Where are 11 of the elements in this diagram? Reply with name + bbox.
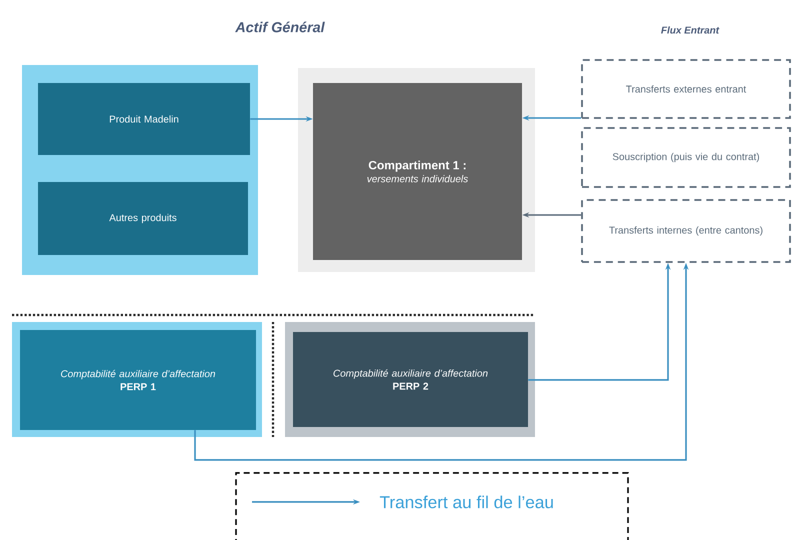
legend-text: Transfert au fil de l’eau: [380, 496, 553, 508]
account-box: Comptabilité auxiliaire d’affectation PERP 1: [20, 330, 256, 430]
heading: Flux Entrant: [661, 26, 720, 34]
account-box: Comptabilité auxiliaire d’affectation PERP 2: [293, 332, 528, 427]
compartment-box: Compartiment 1 : versements individuels: [313, 82, 522, 260]
flow-box: Transferts internes (entre cantons): [581, 199, 791, 263]
title: Actif Général: [235, 22, 325, 32]
flow-box: Souscription (puis vie du contrat): [581, 127, 791, 188]
product-box: Produit Madelin: [38, 82, 250, 155]
product-box: Autres produits: [38, 182, 248, 255]
flow-box: Transferts externes entrant: [581, 59, 791, 119]
